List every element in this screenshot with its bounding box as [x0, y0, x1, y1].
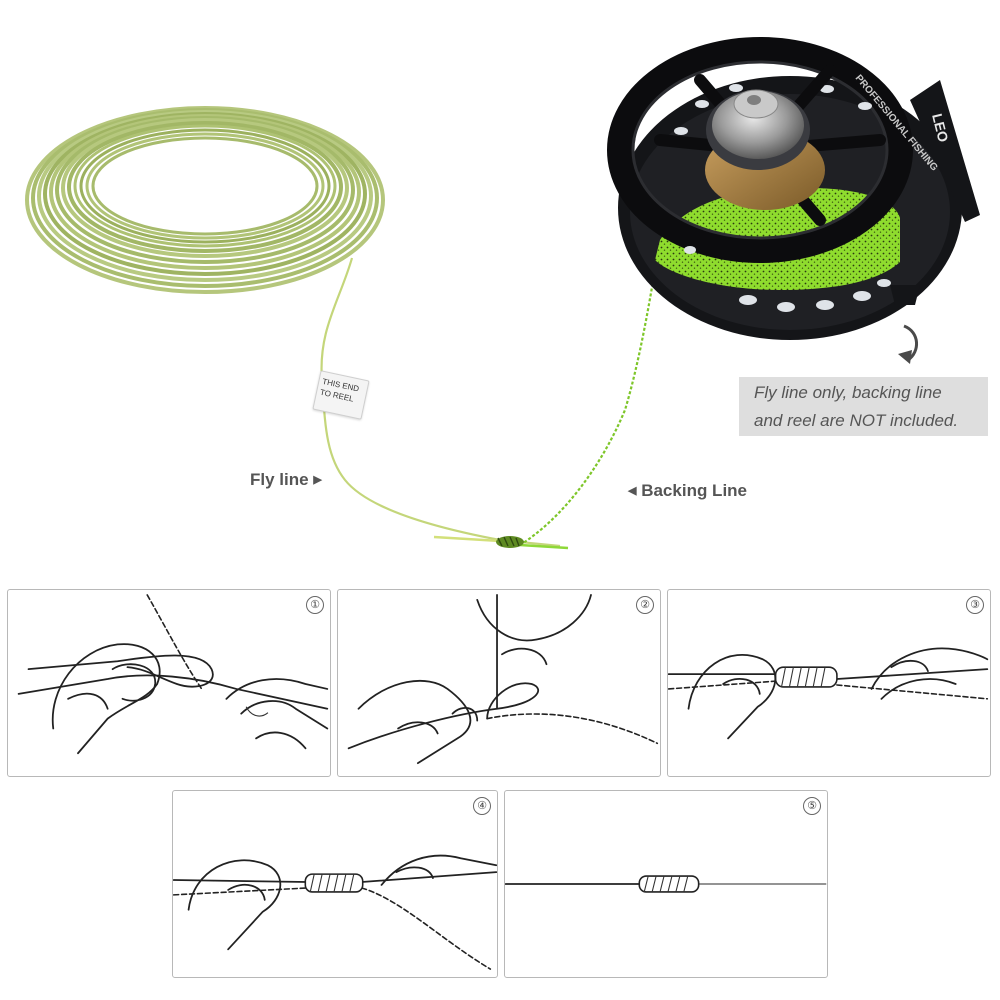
knot-step-4-illustration [173, 854, 497, 970]
knot [496, 536, 524, 548]
fly-line-coil [25, 106, 385, 294]
knot-step-2-illustration [347, 594, 659, 765]
step-number-4: ④ [473, 797, 491, 815]
note-line-2: and reel are NOT included. [754, 411, 959, 430]
knot-coils [638, 875, 700, 893]
not-included-note: Fly line only, backing line and reel are… [739, 377, 988, 436]
backing-line-label: Backing Line [641, 481, 748, 500]
left-triangle-icon: ◀ [628, 485, 637, 497]
knot-coils [774, 666, 838, 688]
knot-step-5-illustration [505, 875, 827, 893]
fly-line-strand [320, 257, 561, 548]
fly-line-label: Fly line [250, 470, 309, 489]
curved-arrow-icon [898, 324, 918, 364]
reel-brand-text: LEO [929, 112, 952, 144]
knot-step-3-panel: ③ [667, 589, 991, 777]
product-photo: PROFESSIONAL FISHING LEO THIS END TO REE… [25, 37, 988, 550]
backing-line-callout: ◀ Backing Line [628, 481, 747, 501]
knot-step-1-panel: ① [7, 589, 331, 777]
step-number-5: ⑤ [803, 797, 821, 815]
knot-coils [304, 873, 364, 893]
knot-step-4-panel: ④ [172, 790, 498, 978]
note-line-1: Fly line only, backing line [754, 383, 942, 402]
backing-line-strand [519, 239, 662, 546]
fly-line-callout: Fly line ▶ [250, 470, 322, 490]
step-number-3: ③ [966, 596, 984, 614]
right-triangle-icon: ▶ [313, 474, 322, 486]
knot-step-3-illustration [668, 647, 989, 740]
step-number-2: ② [636, 596, 654, 614]
knot-step-5-panel: ⑤ [504, 790, 828, 978]
step-number-1: ① [306, 596, 324, 614]
knot-step-1-illustration [17, 594, 329, 755]
knot-step-2-panel: ② [337, 589, 661, 777]
product-photo-drawing: PROFESSIONAL FISHING LEO [25, 37, 980, 550]
fly-reel [607, 37, 980, 340]
